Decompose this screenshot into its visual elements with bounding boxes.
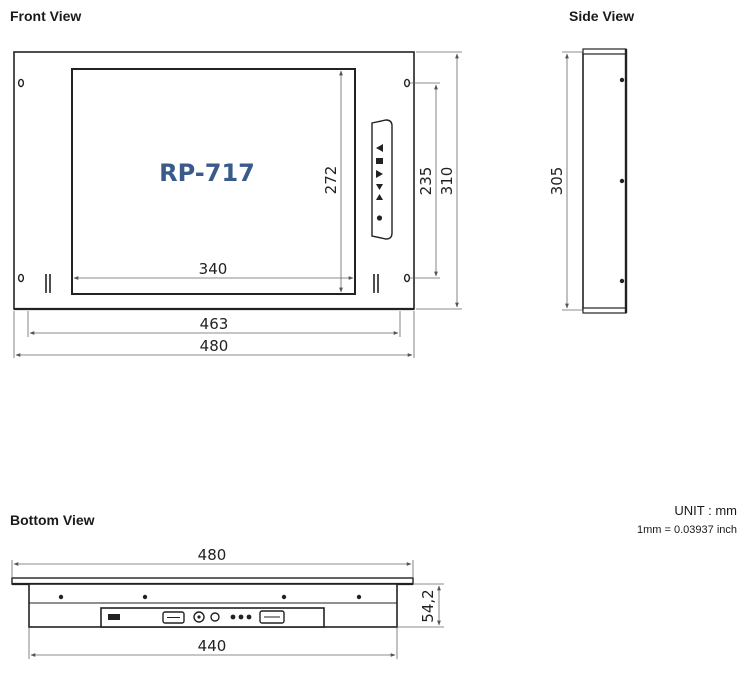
osd-right-icon bbox=[376, 170, 383, 178]
side-screws bbox=[619, 77, 625, 284]
audio-out-icon bbox=[238, 614, 244, 620]
dim-chassis-width-label: 440 bbox=[198, 637, 227, 655]
dim-depth-label: 305 bbox=[548, 167, 566, 196]
unit-conversion: 1mm = 0.03937 inch bbox=[637, 524, 737, 536]
bottom-screw bbox=[58, 594, 64, 600]
osd-left-icon bbox=[376, 144, 383, 152]
dim-chassis-width bbox=[28, 628, 398, 659]
dim-inner-width-label: 463 bbox=[200, 315, 229, 333]
side-top-lip bbox=[582, 48, 627, 55]
audio-mic-icon bbox=[246, 614, 252, 620]
side-view: 305 bbox=[548, 48, 628, 314]
osd-up-icon bbox=[376, 194, 383, 200]
dim-panel-height-label: 310 bbox=[438, 167, 456, 196]
model-label: RP-717 bbox=[159, 159, 255, 187]
dim-panel-height bbox=[416, 51, 462, 310]
bottom-screw bbox=[356, 594, 362, 600]
power-switch-icon bbox=[108, 614, 120, 620]
dim-screen-height-label: 272 bbox=[322, 166, 340, 195]
bottom-view-heading: Bottom View bbox=[10, 512, 95, 528]
osd-menu-icon bbox=[376, 158, 383, 164]
dim-bottom-outer-width bbox=[11, 560, 414, 577]
audio-in-icon bbox=[230, 614, 236, 620]
osd-button-strip bbox=[371, 119, 393, 240]
mounting-holes bbox=[17, 78, 411, 283]
front-view-heading: Front View bbox=[10, 8, 82, 24]
side-screw bbox=[619, 77, 625, 83]
side-view-heading: Side View bbox=[569, 8, 635, 24]
mounting-hole bbox=[403, 78, 411, 88]
side-screw bbox=[619, 278, 625, 284]
bottom-screw bbox=[281, 594, 287, 600]
mounting-hole bbox=[17, 273, 25, 283]
dim-bottom-height-label: 54,2 bbox=[419, 589, 437, 622]
handle-slots bbox=[45, 274, 379, 293]
bottom-screws bbox=[58, 594, 362, 600]
dim-front-widths bbox=[13, 311, 415, 358]
dim-outer-width-label: 480 bbox=[200, 337, 229, 355]
mounting-hole bbox=[403, 273, 411, 283]
front-view: RP-717 bbox=[13, 51, 462, 358]
dim-hole-spacing bbox=[410, 82, 440, 279]
screen-window bbox=[71, 68, 356, 295]
osd-down-icon bbox=[376, 184, 383, 190]
side-screw bbox=[619, 178, 625, 184]
osd-buttons bbox=[376, 144, 383, 221]
osd-power-icon bbox=[376, 215, 383, 221]
bottom-screw bbox=[142, 594, 148, 600]
dim-depth bbox=[562, 51, 583, 311]
bottom-view: 480 440 54,2 bbox=[11, 546, 444, 659]
dim-bottom-height bbox=[398, 583, 444, 628]
dim-hole-spacing-label: 235 bbox=[417, 167, 435, 196]
mounting-hole bbox=[17, 78, 25, 88]
unit-label: UNIT : mm bbox=[674, 503, 737, 518]
audio-jack-icon bbox=[210, 612, 220, 622]
dim-bottom-outer-width-label: 480 bbox=[198, 546, 227, 564]
side-chassis-outline bbox=[582, 51, 627, 311]
dim-screen-width-label: 340 bbox=[199, 260, 228, 278]
side-bottom-lip bbox=[582, 307, 627, 314]
